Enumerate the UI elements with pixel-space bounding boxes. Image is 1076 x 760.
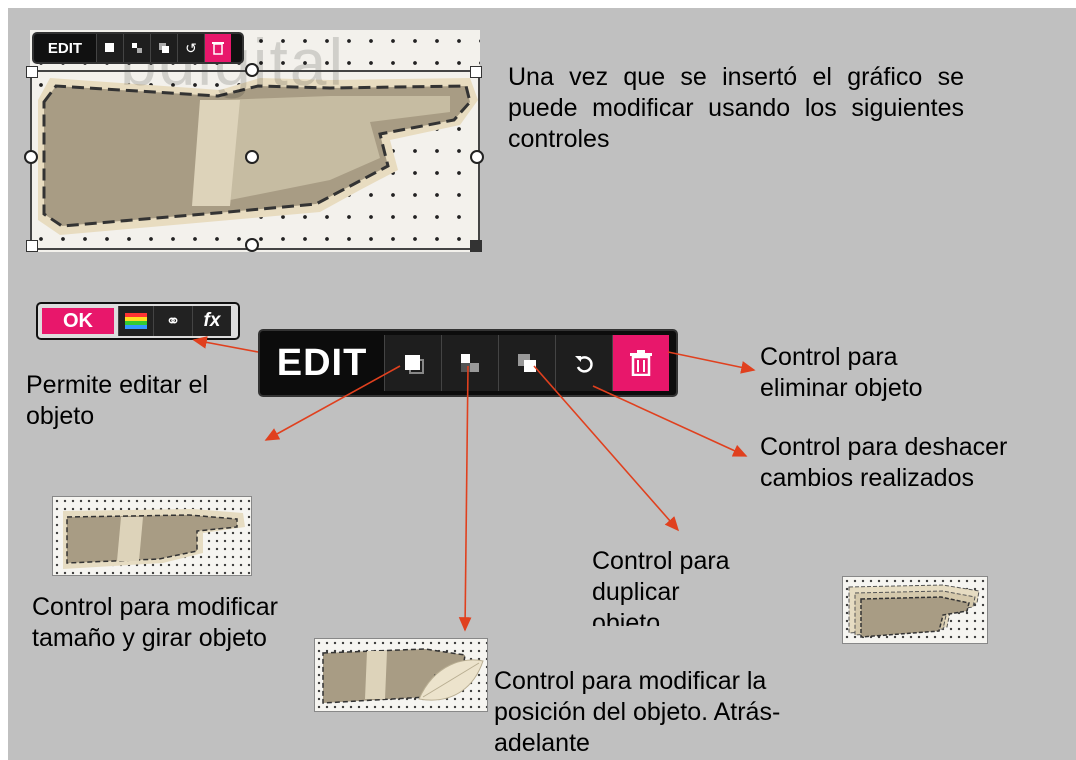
corner-handle-tr[interactable] — [470, 66, 482, 78]
arrow-position — [458, 365, 472, 632]
duplicate-icon[interactable] — [498, 335, 555, 391]
label-position-box: Control para modificar la posición del o… — [494, 666, 874, 760]
rotate-handle-center[interactable] — [245, 150, 259, 164]
corner-handle-br[interactable] — [470, 240, 482, 252]
edit-button[interactable]: EDIT — [276, 341, 368, 384]
link-icon[interactable]: ⚭ — [153, 306, 192, 336]
resize-icon[interactable] — [384, 335, 441, 391]
small-duplicate-icon[interactable] — [150, 34, 177, 62]
thumb-position — [314, 638, 488, 712]
corner-handle-tl[interactable] — [26, 66, 38, 78]
resize-handle-bottom[interactable] — [245, 238, 259, 252]
hand-image-main[interactable]: bdigital — [24, 25, 484, 252]
arrow-delete — [667, 351, 756, 374]
thumb-hand-graphic — [63, 509, 245, 569]
arrow-edit-object — [192, 336, 259, 353]
small-edit-toolbar: EDIT ↺ — [34, 34, 242, 62]
label-duplicate-cut: objeto — [592, 609, 661, 626]
thumb-duplicate — [842, 576, 988, 644]
ok-button[interactable]: OK — [42, 308, 114, 334]
label-delete: Control para eliminar objeto — [760, 343, 923, 402]
label-edit-object: Permite editar el objeto — [26, 371, 209, 430]
small-undo-icon[interactable]: ↺ — [177, 34, 204, 62]
small-edit-button[interactable]: EDIT — [47, 39, 83, 57]
main-edit-toolbar: EDIT — [260, 331, 676, 395]
effects-button[interactable]: fx — [192, 306, 231, 336]
label-duplicate-box: Control para duplicar objeto — [592, 546, 792, 626]
label-position: Control para modificar la posición del o… — [494, 667, 781, 757]
arrow-undo — [592, 385, 748, 457]
small-trash-icon[interactable] — [204, 34, 231, 62]
label-undo: Control para deshacer cambios realizados — [760, 433, 1008, 492]
color-palette-icon[interactable] — [118, 306, 153, 336]
label-resize: Control para modificar tamaño y girar ob… — [32, 593, 278, 652]
corner-handle-bl[interactable] — [26, 240, 38, 252]
small-layer-order-icon[interactable] — [123, 34, 150, 62]
label-duplicate: Control para duplicar — [592, 547, 730, 606]
small-resize-icon[interactable] — [96, 34, 123, 62]
slide-canvas: bdigital EDIT ↺ Una vez que se insertó e… — [8, 8, 1076, 760]
trash-icon[interactable] — [612, 335, 669, 391]
intro-text: Una vez que se insertó el gráfico se pue… — [508, 63, 964, 153]
thumb-hand-leaf-graphic — [322, 648, 484, 704]
thumb-duplicate-graphic — [848, 584, 980, 638]
undo-icon[interactable] — [555, 335, 612, 391]
thumb-resize — [52, 496, 252, 576]
ok-toolbar: OK ⚭ fx — [38, 304, 238, 338]
resize-handle-left[interactable] — [24, 150, 38, 164]
layer-order-icon[interactable] — [441, 335, 498, 391]
rotate-handle-top[interactable] — [245, 63, 259, 77]
resize-handle-right[interactable] — [470, 150, 484, 164]
